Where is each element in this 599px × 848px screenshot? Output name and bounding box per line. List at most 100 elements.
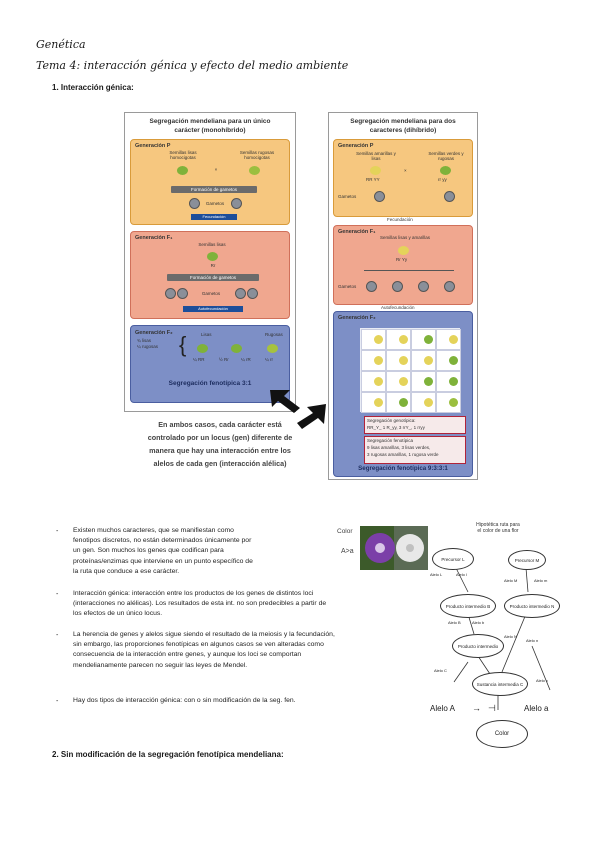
- pathway-diagram: Hipotética ruta para el color de una flo…: [428, 522, 568, 750]
- punnett-cell: [411, 371, 436, 392]
- gametes-label: Gametos: [205, 201, 225, 206]
- gen-f2-box: Generación F₂ Segregación genotípica: RR…: [333, 311, 473, 477]
- f2-pea-icon: [231, 344, 242, 353]
- gen-f1-label: Generación F₁: [338, 229, 376, 235]
- arrow-icon: [270, 390, 300, 413]
- bullet-line: (interacciones no alélicas). Los resulta…: [73, 600, 327, 608]
- punnett-cell: [411, 392, 436, 413]
- dihybrid-title: Segregación mendeliana para dos caracter…: [350, 118, 456, 134]
- pea-icon: [399, 335, 408, 344]
- gen-f2-label: Generación F₂: [338, 315, 376, 321]
- pea-icon: [449, 398, 458, 407]
- cross-icon: ×: [214, 167, 218, 172]
- gamete-icon: [165, 288, 176, 299]
- f1-genotype: Rr: [210, 263, 216, 268]
- punnett-cell: [411, 329, 436, 350]
- cross-icon: ×: [404, 168, 407, 173]
- gamete-icon: [189, 198, 200, 209]
- arrow-right-icon: →: [472, 703, 481, 713]
- gamete-icon: [392, 281, 403, 292]
- bullet-line: la ruta que conduce a ese carácter.: [73, 567, 180, 575]
- punnett-cell: [361, 329, 386, 350]
- phenotype-segregation-9331: Segregación fenotípica 9:3:3:1: [358, 465, 448, 472]
- pea-icon: [374, 335, 383, 344]
- bullet-4: Hay dos tipos de interacción génica: con…: [73, 696, 428, 706]
- bullet-line: sin embargo, las proporciones fenotípica…: [73, 641, 324, 649]
- gamete-icon: [366, 281, 377, 292]
- pathway-allele-label: Alelo N: [504, 634, 517, 639]
- f1-seed-label: Semillas lisas y amarillas: [379, 235, 430, 240]
- gametes-label: Gametos: [338, 284, 357, 289]
- pea-icon: [374, 398, 383, 407]
- topic-title: Tema 4: interacción génica y efecto del …: [36, 59, 349, 72]
- gen-p-label: Generación P: [338, 143, 374, 149]
- pathway-allele-label: Alelo L: [430, 572, 443, 577]
- monohybrid-panel: Segregación mendeliana para un único car…: [124, 112, 296, 412]
- f1-seed-label: Semillas lisas: [198, 242, 226, 247]
- gamete-icon: [231, 198, 242, 209]
- f2-genotype: ½ Rr: [219, 357, 229, 362]
- bullet-1: Existen muchos caracteres, que se manifi…: [73, 526, 328, 577]
- allele-dominance: A>a: [341, 548, 354, 555]
- bullet-line: Existen muchos caracteres, que se manifi…: [73, 527, 234, 534]
- monohybrid-title: Segregación mendeliana para un único car…: [149, 118, 271, 134]
- gen-p-label: Generación P: [135, 143, 171, 149]
- f1-pea-icon: [207, 252, 218, 261]
- gamete-icon: [374, 191, 385, 202]
- intermediate-b-node: Producto intermedio B: [440, 594, 496, 618]
- gen-p-box: Generación P Semillas amarillas y lisas …: [333, 139, 473, 217]
- bullet-dash: -: [56, 528, 59, 535]
- bullet-line: proteínas/enzimas que interviene en un p…: [73, 557, 253, 565]
- fertilization-bar: Fecundación: [191, 214, 237, 220]
- punnett-cell: [361, 350, 386, 371]
- precursor-m-node: Precursor M: [508, 550, 546, 570]
- smooth-seed-label: Semillas lisas homocigotas: [169, 150, 197, 160]
- f2-ratio-smooth: ¾ lisas: [137, 338, 152, 343]
- gen-p-box: Generación P Semillas lisas homocigotas …: [130, 139, 290, 225]
- punnett-cell: [361, 392, 386, 413]
- punnett-cell: [386, 371, 411, 392]
- pathway-arrows: [453, 567, 551, 710]
- punnett-cell: [436, 350, 461, 371]
- pea-icon: [449, 335, 458, 344]
- p-genotype-1: RR YY: [366, 177, 380, 182]
- bullet-dash: -: [56, 632, 59, 639]
- pea-icon: [449, 377, 458, 386]
- pea-icon: [374, 377, 383, 386]
- gamete-icon: [247, 288, 258, 299]
- pheno-seg-line-1: 9 lisas amarillas, 3 lisas verdes,: [367, 445, 431, 450]
- pea-icon: [399, 398, 408, 407]
- punnett-cell: [386, 329, 411, 350]
- geno-seg-title: Segregación genotípica:: [367, 418, 416, 423]
- wrinkled-pea-icon: [249, 166, 260, 175]
- pea-icon: [424, 335, 433, 344]
- branch-line: [364, 270, 454, 271]
- pathway-allele-label: Alelo c: [536, 678, 549, 683]
- f1-pea-icon: [398, 246, 409, 255]
- bullet-line: un gen. Son muchos los genes que codific…: [73, 547, 224, 555]
- gen-f1-box: Generación F₁ Semillas lisas Rr Formació…: [130, 231, 290, 319]
- f2-genotype: ¼ rR: [241, 357, 251, 362]
- bullet-line: Hay dos tipos de interacción génica: con…: [73, 697, 296, 704]
- punnett-cell: [436, 371, 461, 392]
- green-pea-icon: [440, 166, 451, 175]
- gen-f2-box: Generación F₂ ¾ lisas ¼ rugosas Lisas Ru…: [130, 325, 290, 403]
- wrinkled-column-label: Rugosas: [265, 332, 283, 337]
- caption-line: manera que hay una interacción entre los: [149, 446, 291, 455]
- inhibit-icon: ⊣: [488, 703, 496, 713]
- precursor-l-node: Precursor L: [432, 548, 474, 570]
- pea-icon: [424, 398, 433, 407]
- punnett-cell: [386, 392, 411, 413]
- caption-line: controlado por un locus (gen) diferente …: [147, 433, 293, 442]
- p-genotype-2: rr yy: [438, 177, 447, 182]
- green-seed-label: Semillas verdes y rugosas: [428, 151, 464, 161]
- caption-line: En ambos casos, cada carácter está: [158, 420, 282, 429]
- pathway-title: Hipotética ruta para el color de una flo…: [458, 522, 538, 534]
- gen-f2-label: Generación F₂: [135, 330, 173, 336]
- fertilization-label: Fecundación: [387, 217, 413, 222]
- punnett-cell: [436, 329, 461, 350]
- pathway-allele-label: Alelo C: [434, 668, 447, 673]
- dihybrid-panel: Segregación mendeliana para dos caracter…: [328, 112, 478, 480]
- color-node: Color: [476, 720, 528, 748]
- bullet-line: mendelianamente parecen no seguir las le…: [73, 661, 248, 669]
